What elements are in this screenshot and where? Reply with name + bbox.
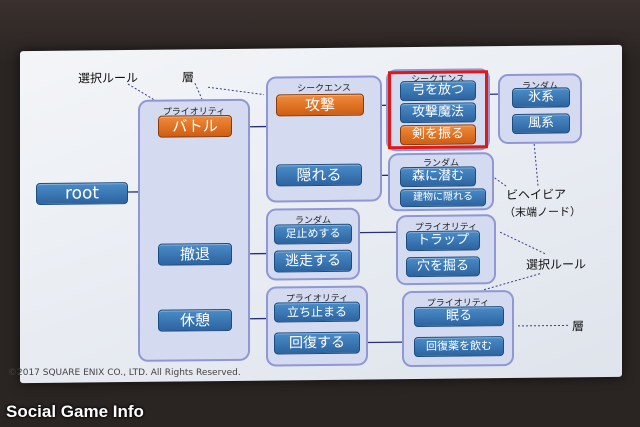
node-trap: トラップ bbox=[406, 230, 480, 252]
node-battle: バトル bbox=[158, 114, 232, 138]
node-retreat: 撤退 bbox=[158, 242, 232, 266]
layer-annotation-bottom: 層 bbox=[572, 319, 585, 334]
behavior-sub-annotation: （末端ノード） bbox=[504, 205, 581, 220]
node-rest: 休憩 bbox=[158, 308, 232, 332]
panel-title: シークエンス bbox=[297, 83, 351, 95]
select-rule-annotation-right: 選択ルール bbox=[526, 257, 587, 272]
highlight-box bbox=[388, 70, 488, 150]
watermark: Social Game Info bbox=[6, 402, 144, 421]
node-ice: 氷系 bbox=[512, 87, 570, 108]
node-stand-still: 立ち止まる bbox=[274, 301, 360, 323]
priority-panel-main: プライオリティ バトル 撤退 休憩 bbox=[138, 98, 250, 362]
random-panel-retreat: ランダム 足止めする 逃走する bbox=[266, 207, 360, 281]
node-lurk-forest: 森に潜む bbox=[400, 166, 476, 188]
node-wind: 風系 bbox=[512, 113, 570, 134]
node-hide: 隠れる bbox=[276, 163, 362, 187]
random-panel-magic: ランダム 氷系 風系 bbox=[498, 73, 582, 145]
node-drink-potion: 回復薬を飲む bbox=[414, 336, 504, 358]
priority-panel-rest: プライオリティ 立ち止まる 回復する bbox=[266, 285, 368, 367]
node-hide-building: 建物に隠れる bbox=[400, 188, 486, 208]
select-rule-annotation: 選択ルール bbox=[78, 70, 139, 86]
node-sleep: 眠る bbox=[414, 306, 504, 328]
sequence-panel-battle: シークエンス 攻撃 隠れる bbox=[266, 75, 382, 203]
node-hold-back: 足止めする bbox=[274, 223, 352, 245]
node-dig-hole: 穴を掘る bbox=[406, 256, 480, 278]
root-node: root bbox=[36, 182, 128, 205]
node-flee: 逃走する bbox=[274, 249, 352, 273]
layer-annotation: 層 bbox=[182, 70, 195, 85]
connector-lines bbox=[127, 83, 568, 344]
behavior-annotation: ビヘイビア bbox=[506, 187, 567, 203]
copyright-text: ©2017 SQUARE ENIX CO., LTD. All Rights R… bbox=[8, 368, 241, 378]
node-attack: 攻撃 bbox=[276, 93, 364, 117]
presentation-slide: 選択ルール 層 root プライオリティ バトル 撤退 休憩 シークエンス 攻撃… bbox=[20, 44, 622, 384]
random-panel-hide: ランダム 森に潜む 建物に隠れる bbox=[388, 152, 494, 212]
priority-panel-trap: プライオリティ トラップ 穴を掘る bbox=[396, 214, 496, 286]
node-recover: 回復する bbox=[274, 331, 360, 355]
priority-panel-recover: プライオリティ 眠る 回復薬を飲む bbox=[402, 289, 514, 368]
